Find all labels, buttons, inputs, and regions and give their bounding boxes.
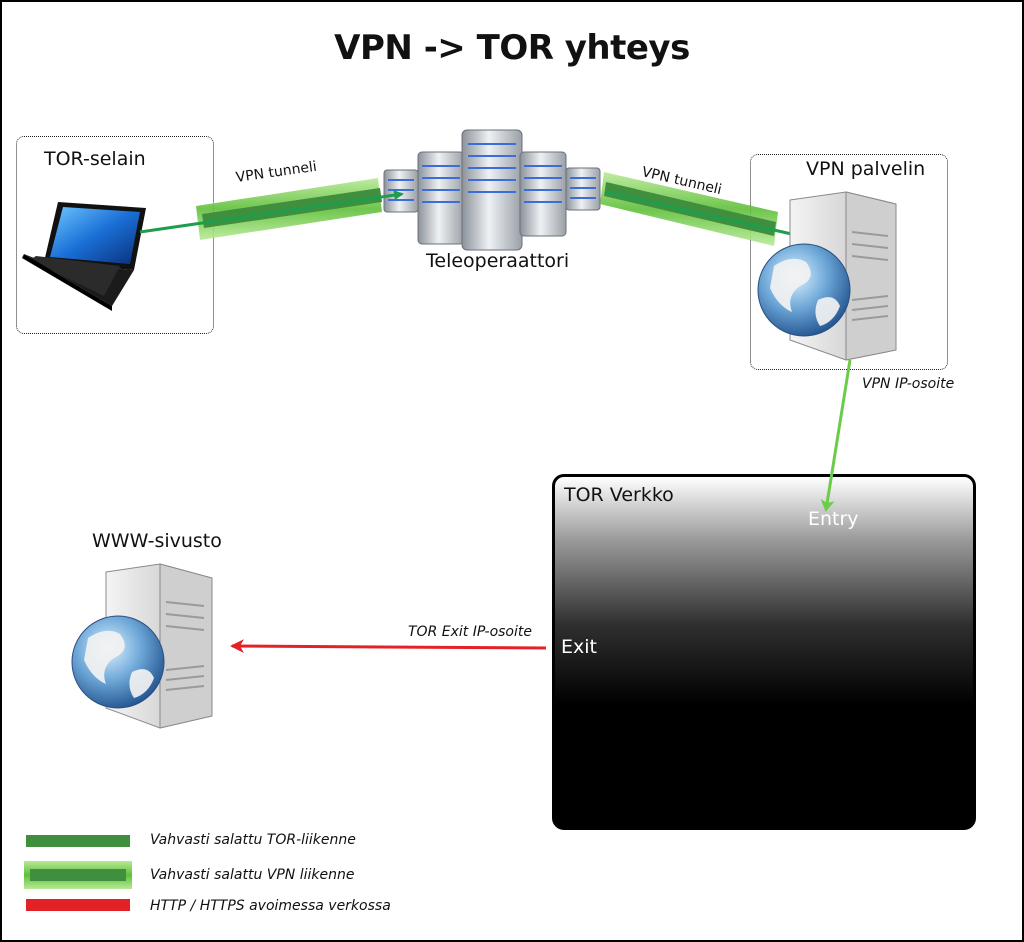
vpn-server-label: VPN palvelin xyxy=(806,158,926,180)
legend-swatch-http xyxy=(26,899,130,911)
legend-item-tor: Vahvasti salattu TOR-liikenne xyxy=(150,832,356,848)
tor-traffic-arrow-left xyxy=(139,190,404,234)
diagram-title: VPN -> TOR yhteys xyxy=(334,28,690,68)
tor-traffic-arrow-right xyxy=(605,190,820,244)
legend-item-vpn: Vahvasti salattu VPN liikenne xyxy=(150,867,355,883)
website-globe-server-icon xyxy=(71,563,213,729)
entry-label: Entry xyxy=(808,508,859,530)
legend-swatch-vpn xyxy=(24,861,132,889)
vpn-ip-label: VPN IP-osoite xyxy=(862,376,955,392)
website-label: WWW-sivusto xyxy=(92,530,222,552)
exit-ip-arrow xyxy=(230,639,547,654)
exit-ip-label: TOR Exit IP-osoite xyxy=(408,624,532,640)
tor-browser-label: TOR-selain xyxy=(44,148,146,170)
legend-item-http: HTTP / HTTPS avoimessa verkossa xyxy=(150,898,391,914)
vpn-ip-arrow xyxy=(820,359,852,512)
operator-label: Teleoperaattori xyxy=(426,250,570,272)
tor-network-box xyxy=(552,474,976,830)
vpn-tunnel-right xyxy=(600,172,778,246)
server-rack-icon xyxy=(383,129,601,251)
legend-swatch-tor xyxy=(26,835,130,847)
exit-label: Exit xyxy=(561,636,597,658)
laptop-icon xyxy=(22,202,146,311)
tor-network-label: TOR Verkko xyxy=(564,484,674,506)
globe-server-icon xyxy=(757,191,897,361)
